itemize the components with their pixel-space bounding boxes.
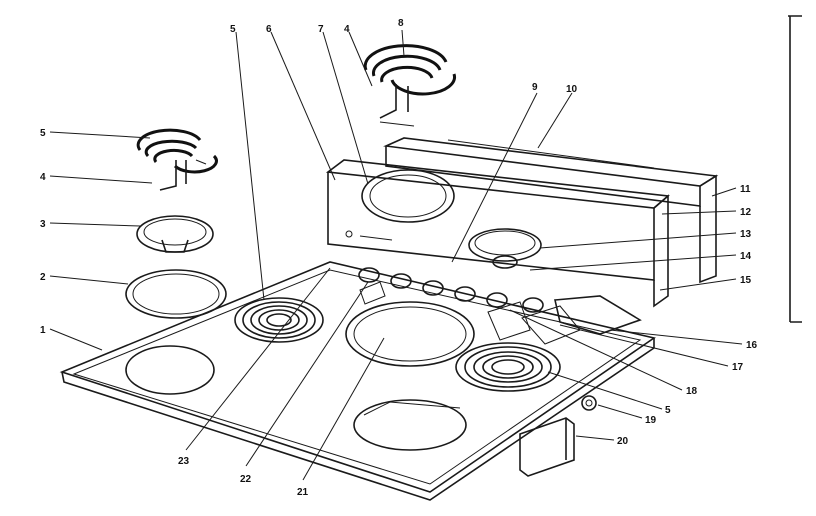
backguard-panel — [325, 159, 670, 308]
switch-bracket — [554, 295, 642, 335]
rear-rail — [383, 137, 719, 284]
callout-14: 14 — [740, 251, 752, 262]
callout-19: 19 — [645, 415, 657, 426]
trim-ring-left — [125, 269, 227, 319]
callout-4-top: 4 — [344, 24, 350, 35]
control-knobs-row — [358, 267, 581, 345]
leader-lines — [49, 29, 743, 481]
callout-15: 15 — [740, 275, 752, 286]
block-20 — [519, 417, 575, 477]
callout-11: 11 — [740, 184, 751, 195]
callout-7: 7 — [318, 24, 324, 35]
cooktop-main-top — [59, 261, 656, 501]
right-front-surface-element — [455, 342, 561, 392]
callout-5-top: 5 — [230, 24, 236, 35]
callout-5-right: 5 — [665, 405, 671, 416]
callout-23: 23 — [178, 456, 190, 467]
callout-5-left: 5 — [40, 128, 46, 139]
callout-6: 6 — [266, 24, 272, 35]
left-rear-surface-element — [234, 297, 324, 343]
large-drip-ring — [345, 301, 475, 367]
top-coil-element-exploded — [363, 44, 456, 127]
small-drip-bowl-right — [468, 228, 542, 269]
knob-19 — [581, 395, 597, 411]
callout-9: 9 — [532, 82, 538, 93]
drip-bowl-left — [136, 215, 214, 253]
callout-17: 17 — [732, 362, 744, 373]
callout-10: 10 — [566, 84, 578, 95]
callout-numbers: 1 2 3 4 5 5 6 7 4 8 9 10 11 12 13 14 15 … — [40, 18, 758, 498]
callout-18: 18 — [686, 386, 698, 397]
callout-12: 12 — [740, 207, 752, 218]
callout-16: 16 — [746, 340, 758, 351]
callout-8: 8 — [398, 18, 404, 29]
callout-4-left: 4 — [40, 172, 46, 183]
callout-1: 1 — [40, 325, 46, 336]
page-border-bracket — [788, 15, 802, 323]
callout-13: 13 — [740, 229, 752, 240]
callout-22: 22 — [240, 474, 252, 485]
callout-21: 21 — [297, 487, 309, 498]
callout-2: 2 — [40, 272, 46, 283]
callout-20: 20 — [617, 436, 629, 447]
callout-3: 3 — [40, 219, 46, 230]
left-coil-element-exploded — [136, 128, 218, 191]
